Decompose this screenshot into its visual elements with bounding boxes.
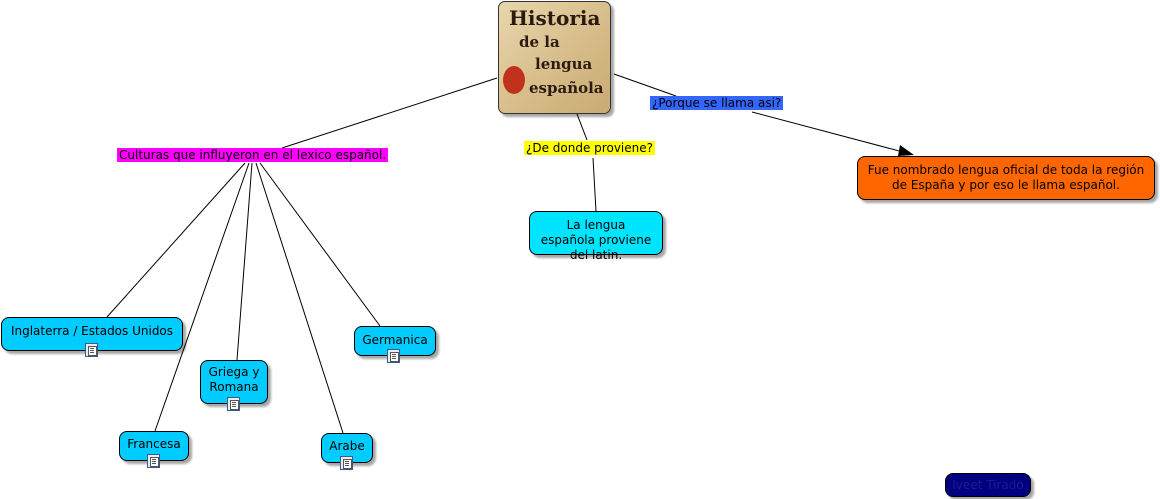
document-resource-icon[interactable] [147,454,160,468]
node-latin[interactable]: La lengua española proviene del latin. [529,211,663,255]
document-resource-icon[interactable] [85,343,98,357]
line-proviene-to-latin [593,158,596,211]
line-culturas-to-griega [237,163,252,360]
node-arabe-text: Arabe [322,439,372,454]
document-resource-icon[interactable] [227,397,240,411]
link-label-porque[interactable]: ¿Porque se llama asi? [650,96,783,110]
line-culturas-to-inglaterra [107,163,245,317]
node-griega-text: Griega y Romana [201,365,267,395]
node-latin-text: La lengua española proviene del latin. [530,218,662,263]
line-image-to-porque [614,74,676,96]
link-label-proviene[interactable]: ¿De donde proviene? [524,141,655,155]
document-resource-icon[interactable] [387,349,400,363]
title-line-1: Historia [509,8,600,28]
node-oficial[interactable]: Fue nombrado lengua oficial de toda la r… [857,156,1155,200]
red-seal-icon [503,66,525,94]
link-label-culturas[interactable]: Culturas que influyeron en el lexico esp… [117,148,388,162]
node-francesa-text: Francesa [120,437,188,452]
node-author-text: Iveet Tirado [946,478,1030,493]
title-line-3: lengua [535,56,592,72]
document-resource-icon[interactable] [340,456,353,470]
line-image-to-culturas [282,78,497,148]
node-germanica-text: Germanica [355,333,435,348]
node-author[interactable]: Iveet Tirado [945,473,1031,497]
node-oficial-text: Fue nombrado lengua oficial de toda la r… [858,163,1154,193]
line-image-to-proviene [577,114,587,140]
line-culturas-to-germanica [260,163,380,326]
title-line-4: española [529,80,604,96]
node-inglaterra-text: Inglaterra / Estados Unidos [2,324,182,339]
line-culturas-to-arabe [256,163,343,433]
title-line-2: de la [519,34,560,50]
arrowhead-to-oficial [898,145,914,156]
central-title-image[interactable]: Historia de la lengua española [498,1,611,114]
line-porque-to-oficial [752,112,903,152]
